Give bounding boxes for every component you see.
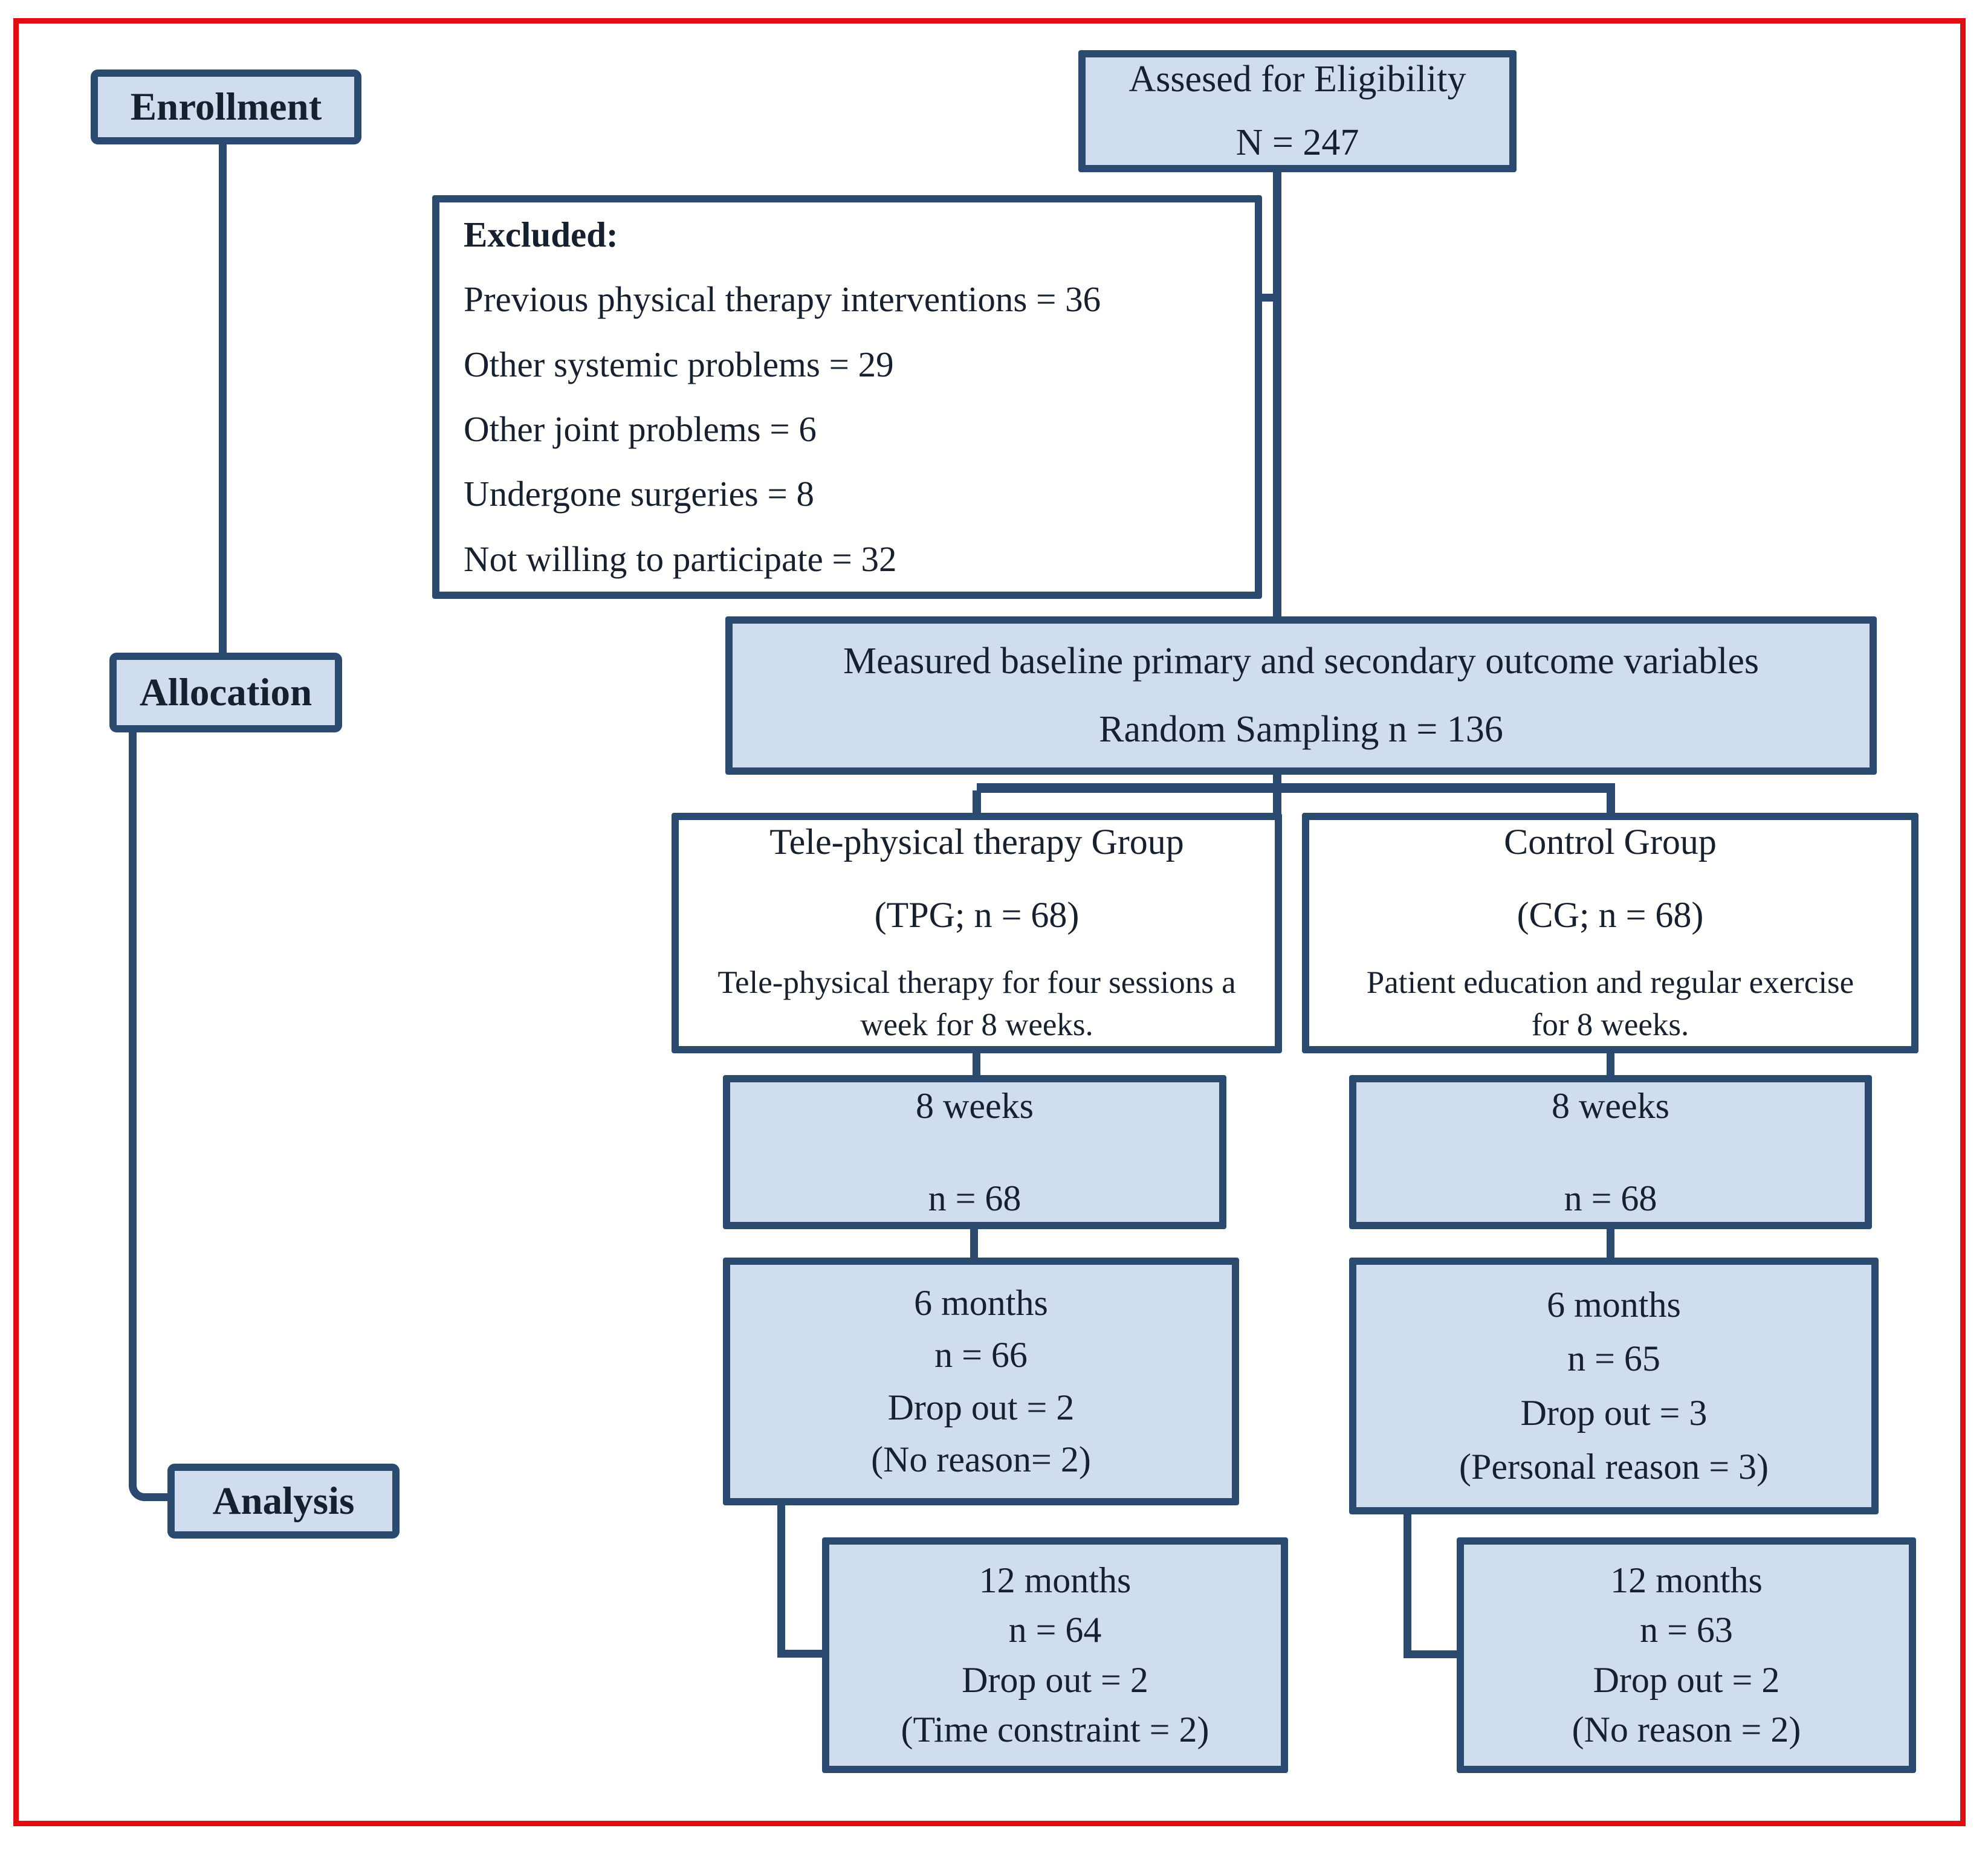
cg-12months-reason: (No reason = 2) [1572,1710,1801,1750]
connector-tpg6m-12months [777,1505,822,1658]
cg-description: Patient education and regular exercise f… [1366,965,1854,1042]
tpg-6months-box: 6 months n = 66 Drop out = 2 (No reason=… [723,1258,1239,1505]
measured-baseline-box: Measured baseline primary and secondary … [725,616,1877,775]
tpg-6months-dropout: Drop out = 2 [887,1387,1075,1427]
connector-cg6m-12months [1404,1513,1457,1658]
connector-tpg-8weeks [973,1052,980,1076]
assessed-line1: Assesed for Eligibility [1128,58,1466,100]
cg-8weeks-n: n = 68 [1564,1178,1657,1218]
cg-6months-reason: (Personal reason = 3) [1459,1447,1769,1487]
tpg-description: Tele-physical therapy for four sessions … [717,965,1236,1042]
tpg-12months-box: 12 months n = 64 Drop out = 2 (Time cons… [822,1537,1288,1773]
measured-line1: Measured baseline primary and secondary … [843,640,1759,682]
random-sampling-line: Random Sampling n = 136 [1099,709,1503,750]
excluded-box: Excluded: Previous physical therapy inte… [432,195,1262,599]
cg-group-box: Control Group (CG; n = 68) Patient educa… [1302,813,1918,1053]
connector-measured-branch-stub [1273,774,1281,819]
assessed-count: N = 247 [1235,122,1359,163]
excluded-item: Previous physical therapy interventions … [464,279,1101,320]
branch-riser-tpg [973,790,981,815]
allocation-label: Allocation [139,670,312,714]
tpg-12months-n: n = 64 [1008,1610,1102,1650]
tpg-6months-n: n = 66 [934,1335,1028,1375]
tpg-12months-label: 12 months [979,1560,1132,1600]
connector-cg-8weeks [1607,1052,1614,1076]
branch-riser-cg [1607,790,1615,815]
assessed-box: Assesed for Eligibility N = 247 [1078,50,1517,172]
outer-red-frame [13,18,1966,1826]
cg-title: Control Group [1504,822,1717,862]
connector-excluded-nub [1260,294,1274,302]
tpg-12months-dropout: Drop out = 2 [962,1659,1148,1700]
cg-6months-dropout: Drop out = 3 [1520,1392,1708,1433]
tpg-group-box: Tele-physical therapy Group (TPG; n = 68… [672,813,1282,1053]
tpg-n: (TPG; n = 68) [874,895,1080,935]
cg-8weeks-box: 8 weeks n = 68 [1349,1075,1872,1229]
excluded-item: Other systemic problems = 29 [464,344,894,384]
tpg-8weeks-n: n = 68 [928,1178,1022,1218]
enrollment-stage-box: Enrollment [91,69,361,144]
connector-assessed-measured [1273,171,1281,618]
branch-bar [977,783,1615,793]
tpg-8weeks-box: 8 weeks n = 68 [723,1075,1226,1229]
cg-12months-label: 12 months [1610,1560,1763,1600]
enrollment-label: Enrollment [130,85,322,129]
cg-12months-box: 12 months n = 63 Drop out = 2 (No reason… [1457,1537,1916,1773]
allocation-stage-box: Allocation [109,653,342,732]
cg-6months-box: 6 months n = 65 Drop out = 3 (Personal r… [1349,1258,1879,1514]
connector-allocation-analysis [129,732,167,1501]
tpg-title: Tele-physical therapy Group [769,822,1184,862]
connector-tpg8w-6months [970,1228,978,1259]
cg-6months-label: 6 months [1547,1284,1681,1325]
tpg-6months-reason: (No reason= 2) [871,1439,1091,1480]
excluded-item: Not willing to participate = 32 [464,538,897,579]
connector-enrollment-allocation [219,143,227,654]
cg-12months-n: n = 63 [1640,1610,1733,1650]
excluded-item: Other joint problems = 6 [464,409,817,449]
analysis-stage-box: Analysis [167,1464,400,1539]
cg-8weeks-label: 8 weeks [1552,1085,1669,1126]
cg-12months-dropout: Drop out = 2 [1593,1659,1780,1700]
tpg-6months-label: 6 months [914,1282,1048,1323]
tpg-12months-reason: (Time constraint = 2) [901,1710,1209,1750]
excluded-title: Excluded: [464,214,618,254]
cg-n: (CG; n = 68) [1517,895,1704,935]
excluded-item: Undergone surgeries = 8 [464,474,815,514]
cg-6months-n: n = 65 [1567,1339,1660,1379]
connector-cg8w-6months [1607,1229,1614,1259]
analysis-label: Analysis [212,1479,355,1523]
tpg-8weeks-label: 8 weeks [916,1085,1034,1126]
